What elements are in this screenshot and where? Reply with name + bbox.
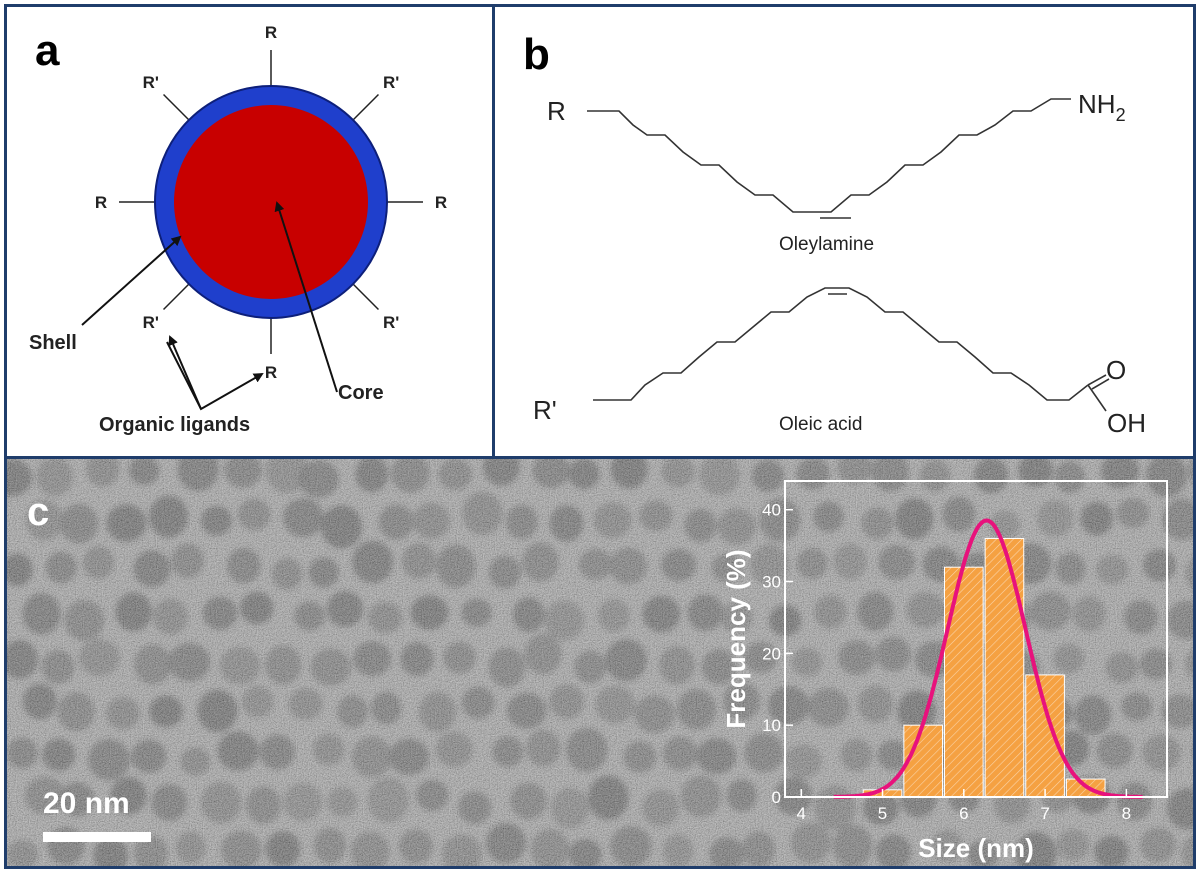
x-tick-label: 7 xyxy=(1040,804,1049,823)
ligand-label: R xyxy=(435,193,447,212)
ligand-arrow-left xyxy=(168,335,202,410)
ligand-labels: R R' R' R R R' R' R xyxy=(95,23,447,382)
panel-a-canvas: a R R' R' R R R' R' R Shell Core Organic ligand… xyxy=(29,23,447,436)
panel-c-letter: c xyxy=(27,490,49,534)
y-tick-label: 0 xyxy=(772,788,781,807)
size-histogram: 4 5 6 7 8 0 10 20 30 40 Size (nm) Frequency (%) xyxy=(721,480,1168,863)
ligand-label: R' xyxy=(383,313,399,332)
x-tick-label: 5 xyxy=(878,804,887,823)
ligand-label: R' xyxy=(143,73,159,92)
ligand-line xyxy=(352,283,380,311)
y-tick-label: 20 xyxy=(762,644,781,663)
ligand-lines xyxy=(119,50,423,354)
ligand-line xyxy=(162,283,190,311)
ligand-line xyxy=(352,93,380,121)
carbonyl-bond-b xyxy=(1091,378,1110,390)
oleylamine-name: Oleylamine xyxy=(779,234,874,255)
ligand-label: R' xyxy=(143,313,159,332)
panel-a-letter: a xyxy=(35,26,60,75)
ligand-line xyxy=(162,93,190,121)
x-tick-label: 8 xyxy=(1122,804,1131,823)
panel-a: a R R' R' R R R' R' R Shell Core Organic ligand… xyxy=(4,4,495,459)
panel-c-canvas: c 20 nm 4 5 6 7 8 0 10 20 30 40 Size (nm) Frequen… xyxy=(7,459,1193,866)
y-tick-label: 30 xyxy=(762,573,781,592)
panel-b-letter: b xyxy=(523,30,550,79)
ligand-label: R xyxy=(265,23,277,42)
ligand-label: R xyxy=(265,363,277,382)
core-arrow xyxy=(274,201,338,393)
oleic-o-label: O xyxy=(1106,355,1126,385)
oleic-r-label: R' xyxy=(533,395,557,425)
oleic-oh-label: OH xyxy=(1107,408,1146,438)
oleic-name: Oleic acid xyxy=(779,414,862,435)
scale-bar-label: 20 nm xyxy=(43,787,130,820)
oleic-chain xyxy=(593,287,1089,401)
hydroxyl-bond xyxy=(1087,384,1107,412)
gaussian-fit-curve xyxy=(833,518,1143,799)
organic-ligands-label: Organic ligands xyxy=(99,414,250,436)
ligand-label: R' xyxy=(383,73,399,92)
histogram-bar xyxy=(943,566,984,798)
core-circle xyxy=(174,105,368,299)
y-tick-label: 40 xyxy=(762,501,781,520)
histogram-x-label: Size (nm) xyxy=(918,833,1034,863)
histogram-y-label: Frequency (%) xyxy=(721,549,751,728)
y-tick-label: 10 xyxy=(762,716,781,735)
shell-arrow xyxy=(81,235,182,326)
ligand-label: R xyxy=(95,193,107,212)
ligand-arrow-right xyxy=(166,341,264,411)
shell-label: Shell xyxy=(29,332,77,354)
x-tick-label: 6 xyxy=(959,804,968,823)
x-tick-label: 4 xyxy=(797,804,806,823)
oleylamine-chain xyxy=(587,98,1071,213)
histogram-bar xyxy=(984,537,1025,798)
histogram-bar xyxy=(1025,674,1065,798)
oleylamine-r-label: R xyxy=(547,96,566,126)
histogram-ticks: 4 5 6 7 8 0 10 20 30 40 xyxy=(762,501,1131,823)
histogram-frame xyxy=(784,480,1168,798)
scale-bar xyxy=(43,832,151,842)
core-label: Core xyxy=(338,382,384,404)
panel-c: c 20 nm 4 5 6 7 8 0 10 20 30 40 Size (nm) Frequen… xyxy=(4,456,1196,869)
panel-b: b R NH2 Oleylamine R' O OH Oleic acid xyxy=(492,4,1196,459)
carbonyl-bond-a xyxy=(1087,374,1107,386)
panel-b-canvas: b R NH2 Oleylamine R' O OH Oleic acid xyxy=(523,30,1146,438)
oleylamine-nh2-label: NH2 xyxy=(1078,89,1126,125)
